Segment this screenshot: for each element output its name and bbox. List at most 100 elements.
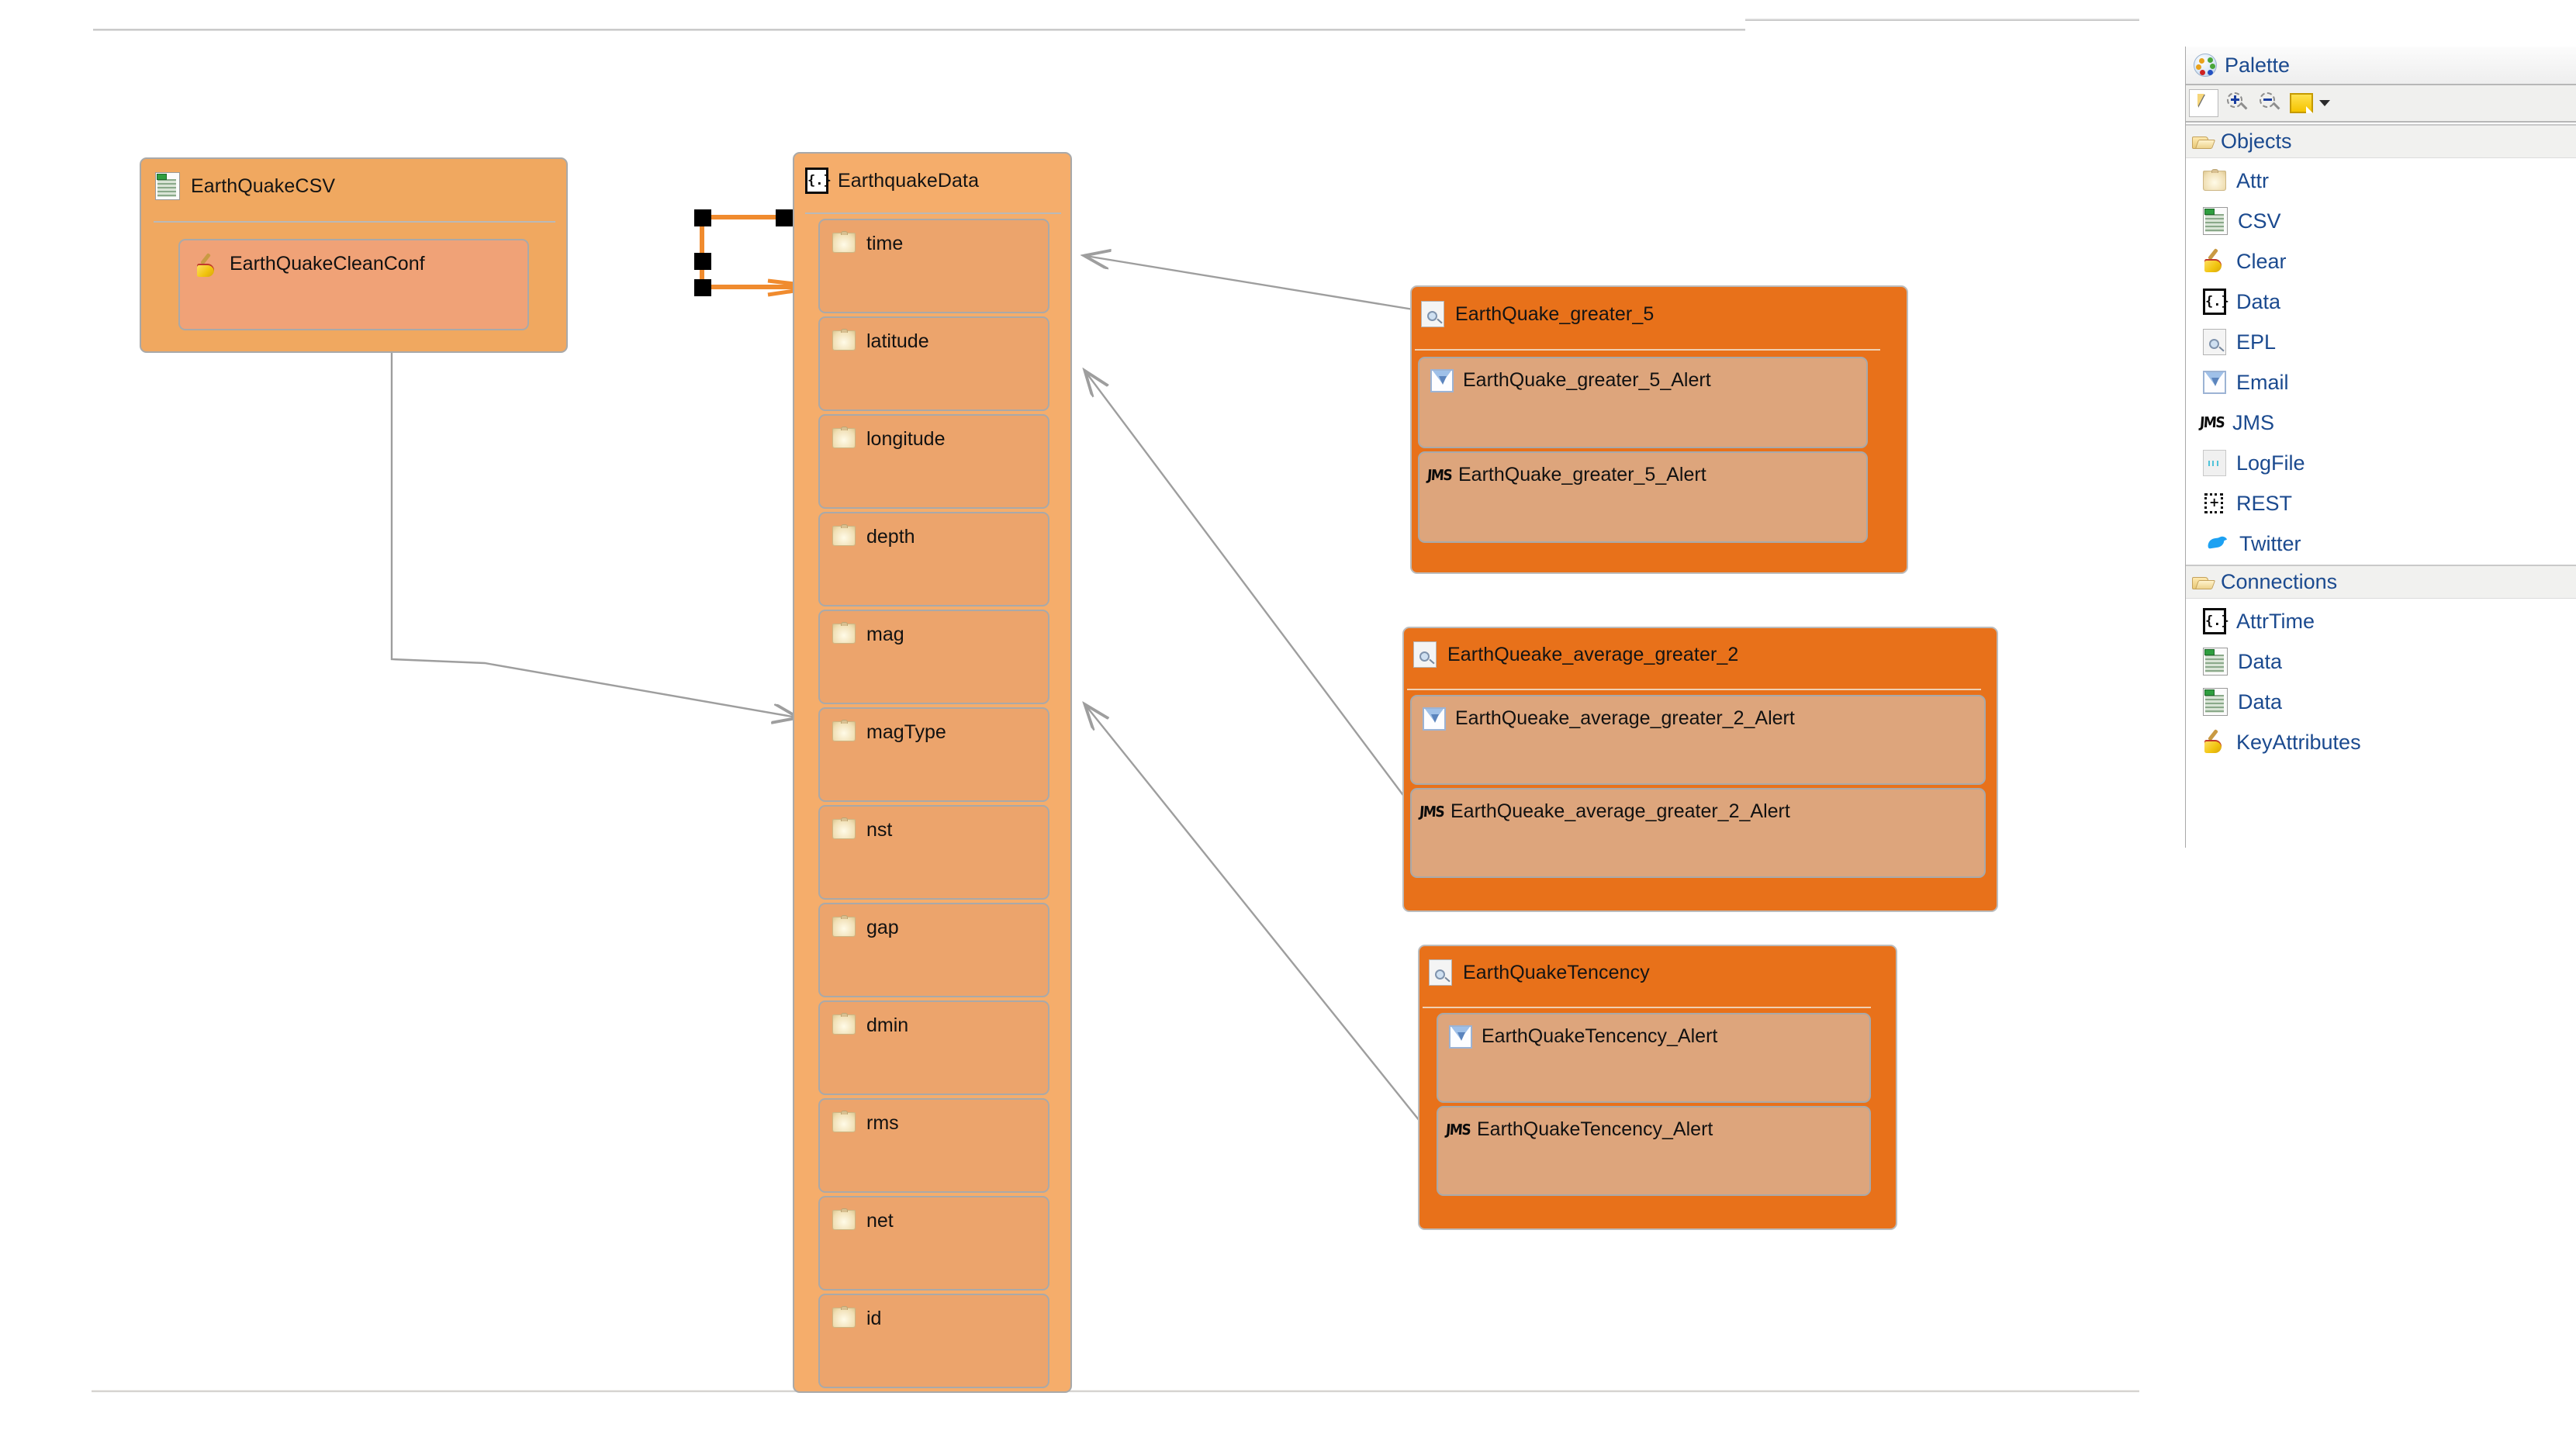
connection-tencency-to-magtype [1086, 706, 1426, 1129]
zoom-out-icon[interactable] [2257, 90, 2284, 116]
attribute-row[interactable]: gap [818, 903, 1049, 997]
attr-icon [832, 622, 856, 644]
data-icon [2203, 289, 2226, 315]
node-earthqueake-average-greater-2[interactable]: EarthQueake_average_greater_2 EarthQueak… [1402, 627, 1998, 912]
palette-group-objects[interactable]: Objects [2186, 124, 2576, 158]
attribute-label: mag [866, 624, 904, 645]
palette-item-rest[interactable]: REST [2186, 484, 2576, 523]
palette-item-label: LogFile [2236, 451, 2305, 475]
attribute-row[interactable]: depth [818, 512, 1049, 606]
palette-item-email[interactable]: Email [2186, 363, 2576, 402]
sticky-note-icon[interactable] [2290, 93, 2313, 113]
palette-item-label: Attr [2236, 168, 2270, 192]
jms-icon: JMS [1419, 803, 1444, 821]
node-child-cleanconf[interactable]: EarthQuakeCleanConf [178, 239, 529, 330]
attribute-row[interactable]: dmin [818, 1000, 1049, 1095]
zoom-in-icon[interactable] [2225, 90, 2251, 116]
canvas-top-divider [93, 29, 1745, 31]
palette-item-keyattributes[interactable]: KeyAttributes [2186, 723, 2576, 762]
node-earthquake-greater-5[interactable]: EarthQuake_greater_5 EarthQuake_greater_… [1410, 285, 1908, 574]
data-icon [2203, 608, 2226, 634]
palette-panel[interactable]: Palette Objects Attr CSV Clear Data E [2185, 47, 2576, 848]
node-header[interactable]: EarthQuake_greater_5 [1412, 287, 1907, 341]
node-child-label: EarthQuakeCleanConf [230, 253, 425, 275]
attribute-row[interactable]: latitude [818, 316, 1049, 411]
connection-greater5-to-time [1086, 256, 1419, 312]
palette-toolbar[interactable] [2186, 85, 2576, 123]
canvas-bottom-divider [92, 1390, 2139, 1393]
jms-icon: JMS [2199, 414, 2225, 431]
node-header[interactable]: EarthquakeData [794, 154, 1070, 208]
attribute-row[interactable]: longitude [818, 414, 1049, 509]
epl-icon [1429, 959, 1452, 986]
palette-item-clear[interactable]: Clear [2186, 242, 2576, 281]
broom-icon [195, 253, 219, 279]
node-earthquake-data[interactable]: EarthquakeData time latitude longitude d… [793, 152, 1072, 1393]
attribute-row[interactable]: nst [818, 805, 1049, 900]
connection-handle[interactable] [694, 279, 711, 296]
node-earthquake-tencency[interactable]: EarthQuakeTencency EarthQuakeTencency_Al… [1418, 945, 1897, 1230]
node-child-email-alert[interactable]: EarthQuakeTencency_Alert [1437, 1013, 1871, 1103]
node-child-email-alert[interactable]: EarthQueake_average_greater_2_Alert [1410, 695, 1986, 785]
node-header[interactable]: EarthQuakeCSV [141, 159, 566, 213]
attr-icon [832, 427, 856, 448]
palette-item-attr[interactable]: Attr [2186, 161, 2576, 200]
connection-csv-to-magtype [390, 353, 797, 717]
node-earthquake-csv[interactable]: EarthQuakeCSV EarthQuakeCleanConf [140, 157, 568, 353]
attribute-label: latitude [866, 330, 929, 352]
node-child-jms-alert[interactable]: JMS EarthQueake_average_greater_2_Alert [1410, 788, 1986, 878]
palette-item-epl[interactable]: EPL [2186, 323, 2576, 361]
palette-item-logfile[interactable]: LogFile [2186, 444, 2576, 482]
connection-handle[interactable] [776, 209, 793, 226]
node-header[interactable]: EarthQueake_average_greater_2 [1404, 628, 1997, 681]
attribute-row[interactable]: net [818, 1196, 1049, 1291]
attr-icon [2203, 169, 2226, 191]
email-icon [1430, 369, 1454, 392]
csv-icon [2203, 648, 2228, 676]
connection-handle[interactable] [694, 209, 711, 226]
attribute-label: depth [866, 526, 915, 548]
attribute-row[interactable]: magType [818, 707, 1049, 802]
canvas-horizontal-scrollbar[interactable] [1745, 19, 2139, 21]
cursor-icon [2190, 90, 2217, 116]
diagram-canvas[interactable]: EarthQuakeCSV EarthQuakeCleanConf Earthq… [0, 0, 2141, 1434]
connection-handle[interactable] [694, 253, 711, 270]
palette-item-data[interactable]: Data [2186, 282, 2576, 321]
attribute-row[interactable]: rms [818, 1098, 1049, 1193]
palette-item-jms[interactable]: JMS JMS [2186, 403, 2576, 442]
attribute-label: gap [866, 917, 899, 938]
palette-header[interactable]: Palette [2186, 47, 2576, 85]
node-title: EarthquakeData [838, 169, 980, 192]
palette-item-label: JMS [2232, 410, 2274, 434]
palette-group-label: Objects [2221, 130, 2292, 153]
palette-item-label: Data [2238, 689, 2283, 714]
attr-icon [832, 817, 856, 839]
node-child-jms-alert[interactable]: JMS EarthQuake_greater_5_Alert [1418, 451, 1868, 543]
node-child-label: EarthQuake_greater_5_Alert [1463, 369, 1711, 391]
palette-item-label: Email [2236, 370, 2289, 394]
palette-item-data-1[interactable]: Data [2186, 642, 2576, 681]
node-child-email-alert[interactable]: EarthQuake_greater_5_Alert [1418, 357, 1868, 448]
node-divider [805, 213, 1061, 214]
palette-group-connections[interactable]: Connections [2186, 565, 2576, 599]
palette-item-attrtime[interactable]: AttrTime [2186, 602, 2576, 641]
palette-item-data-2[interactable]: Data [2186, 682, 2576, 721]
attribute-row[interactable]: mag [818, 610, 1049, 704]
attribute-label: longitude [866, 428, 946, 450]
attribute-row[interactable]: time [818, 219, 1049, 313]
open-folder-icon [2192, 133, 2214, 150]
node-title: EarthQuakeTencency [1463, 961, 1650, 983]
email-icon [1423, 707, 1446, 731]
node-title: EarthQuake_greater_5 [1455, 302, 1655, 325]
node-divider [1423, 1007, 1871, 1008]
palette-item-twitter[interactable]: Twitter [2186, 524, 2576, 563]
node-header[interactable]: EarthQuakeTencency [1419, 946, 1896, 999]
chevron-down-icon[interactable] [2319, 100, 2330, 106]
node-child-jms-alert[interactable]: JMS EarthQuakeTencency_Alert [1437, 1106, 1871, 1196]
attribute-label: dmin [866, 1014, 909, 1036]
select-tool-button[interactable] [2189, 89, 2218, 117]
palette-item-label: Clear [2236, 249, 2287, 273]
epl-icon [1413, 641, 1437, 668]
attribute-row[interactable]: id [818, 1294, 1049, 1388]
palette-item-csv[interactable]: CSV [2186, 202, 2576, 240]
